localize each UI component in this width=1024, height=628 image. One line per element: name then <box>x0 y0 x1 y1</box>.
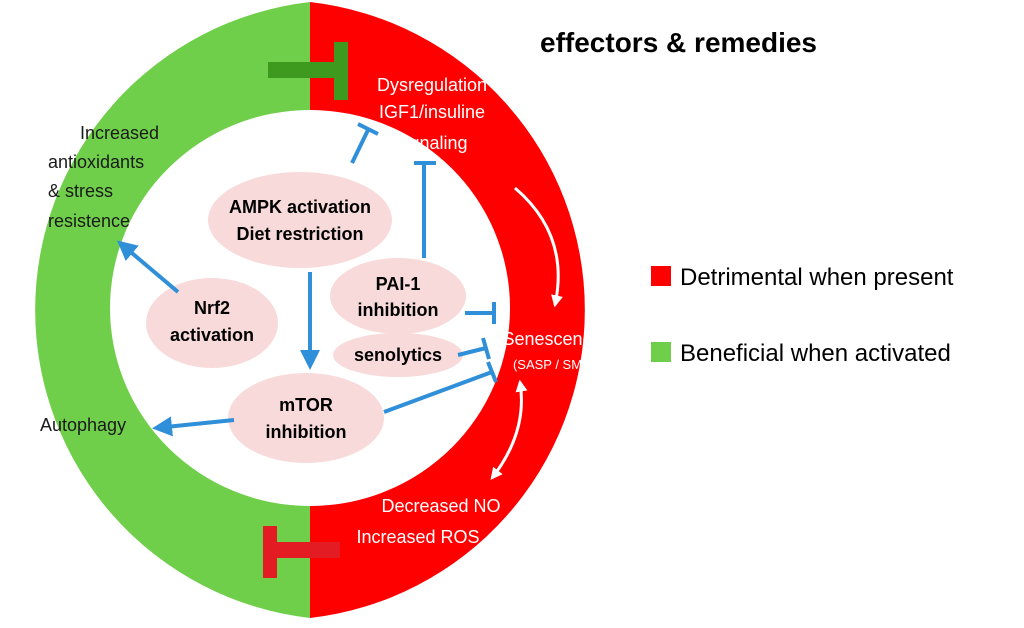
label-dysregulation-1: Dysregulation <box>377 75 487 95</box>
node-nrf2-line2: activation <box>170 325 254 345</box>
label-senescence-sub: (SASP / SMS) <box>513 357 595 372</box>
node-senolytics-label: senolytics <box>354 345 442 365</box>
node-ampk-line2: Diet restriction <box>236 224 363 244</box>
node-mtor-line1: mTOR <box>279 395 333 415</box>
label-antioxidants-2: antioxidants <box>48 152 144 172</box>
inhibit-ampk-to-igf1-bar <box>357 122 379 136</box>
arrow-mtor-to-autophagy <box>152 416 235 437</box>
node-mtor-line2: inhibition <box>266 422 347 442</box>
node-nrf2 <box>146 278 278 368</box>
white-arrow-to-senescence <box>514 186 563 308</box>
legend-detrimental-swatch <box>651 266 671 286</box>
legend-beneficial-swatch <box>651 342 671 362</box>
inhibit-mtor-to-senescence-bar <box>486 361 498 383</box>
node-pai1-line2: inhibition <box>358 300 439 320</box>
node-pai1 <box>330 258 466 334</box>
label-decreased-no: Decreased NO <box>381 496 500 516</box>
inhibit-senolytics-to-senescence-bar <box>481 337 491 360</box>
inhibit-senolytics-to-senescence <box>457 346 487 357</box>
red-inhibitor-stem <box>276 542 340 558</box>
green-inhibitor-stem <box>268 62 338 78</box>
label-senescence: Senescence <box>502 329 601 349</box>
inhibit-mtor-to-senescence <box>383 370 493 414</box>
arrow-nrf2-to-antioxidants <box>116 240 180 294</box>
label-dysregulation-2: IGF1/insuline <box>379 102 485 122</box>
node-nrf2-line1: Nrf2 <box>194 298 230 318</box>
inhibit-ampk-to-igf1 <box>350 129 370 164</box>
label-increased-ros: Increased ROS <box>356 527 479 547</box>
node-pai1-line1: PAI-1 <box>376 274 421 294</box>
node-ampk-line1: AMPK activation <box>229 197 371 217</box>
node-senolytics <box>333 333 463 377</box>
diagram-title: effectors & remedies <box>540 27 817 58</box>
red-inhibitor-bar <box>263 526 277 578</box>
white-arrow-senescence-ros <box>490 379 528 480</box>
label-autophagy: Autophagy <box>40 415 126 435</box>
legend-beneficial-label: Beneficial when activated <box>680 340 951 367</box>
legend-detrimental-label: Detrimental when present <box>680 264 954 291</box>
green-inhibitor-bar <box>334 42 348 100</box>
node-ampk <box>208 172 392 268</box>
node-mtor <box>228 373 384 463</box>
label-dysregulation-3: signaling <box>396 133 467 153</box>
label-antioxidants-3: & stress <box>48 181 113 201</box>
label-antioxidants-4: resistence <box>48 211 130 231</box>
label-antioxidants-1: Increased <box>80 123 159 143</box>
